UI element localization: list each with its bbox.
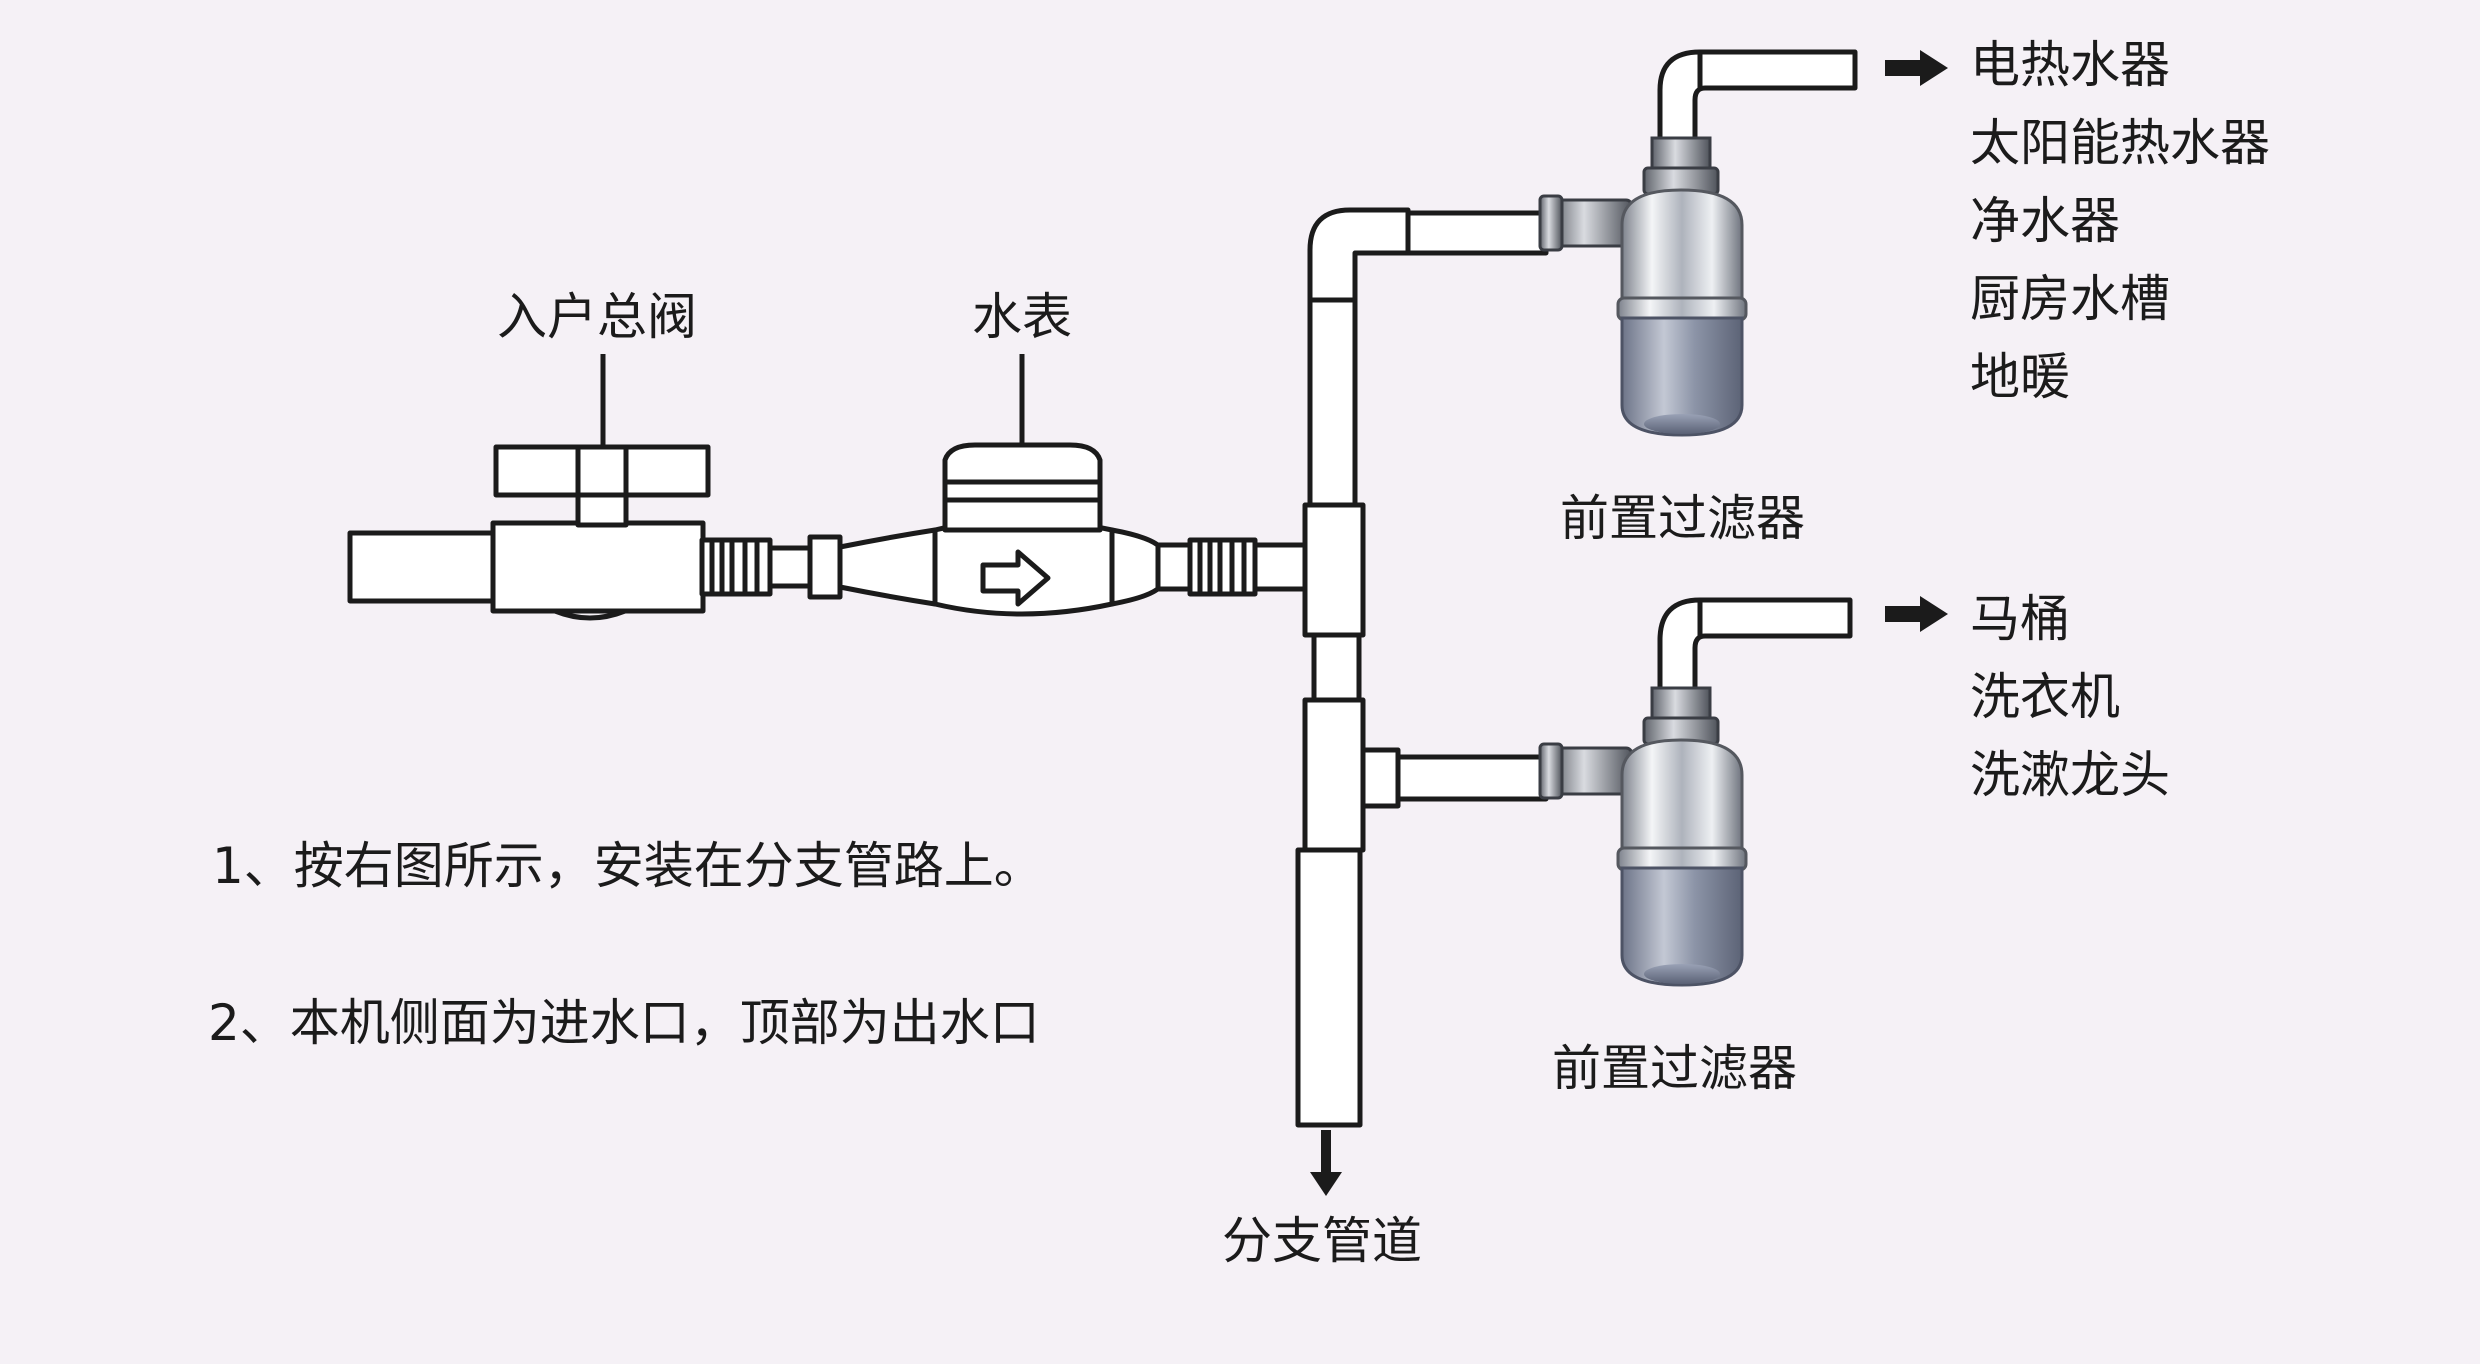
main-valve-label: 入户总阀: [497, 288, 697, 346]
list-item: 地暖: [1970, 348, 2070, 406]
lower-outlet-arrow-icon: [1885, 596, 1948, 632]
install-note-1: 1、按右图所示，安装在分支管路上。: [212, 837, 1044, 895]
branch-pipe-label: 分支管道: [1222, 1212, 1422, 1270]
list-item: 马桶: [1970, 590, 2070, 648]
lower-outlet-elbow-icon: [1657, 597, 1853, 693]
branch-down-arrow-icon: [1310, 1130, 1342, 1196]
water-meter-label: 水表: [972, 288, 1072, 346]
upper-filter-icon: [1538, 136, 1748, 437]
list-item: 太阳能热水器: [1970, 114, 2270, 172]
tee-fitting-icon: [1252, 207, 1549, 1128]
list-item: 洗漱龙头: [1970, 746, 2170, 804]
water-meter-icon: [837, 354, 1258, 617]
upper-outlet-list: 电热水器 太阳能热水器 净水器 厨房水槽 地暖: [1970, 26, 2270, 416]
list-item: 净水器: [1970, 192, 2120, 250]
list-item: 厨房水槽: [1970, 270, 2170, 328]
list-item: 电热水器: [1970, 36, 2170, 94]
install-note-2: 2、本机侧面为进水口，顶部为出水口: [208, 994, 1040, 1052]
upper-filter-label: 前置过滤器: [1560, 490, 1806, 547]
list-item: 洗衣机: [1970, 668, 2120, 726]
lower-outlet-list: 马桶 洗衣机 洗漱龙头: [1970, 580, 2170, 814]
lower-filter-icon: [1538, 686, 1748, 987]
lower-filter-label: 前置过滤器: [1552, 1040, 1798, 1097]
upper-outlet-arrow-icon: [1885, 50, 1948, 86]
upper-outlet-elbow-icon: [1657, 49, 1858, 143]
main-valve-icon: [347, 354, 843, 621]
